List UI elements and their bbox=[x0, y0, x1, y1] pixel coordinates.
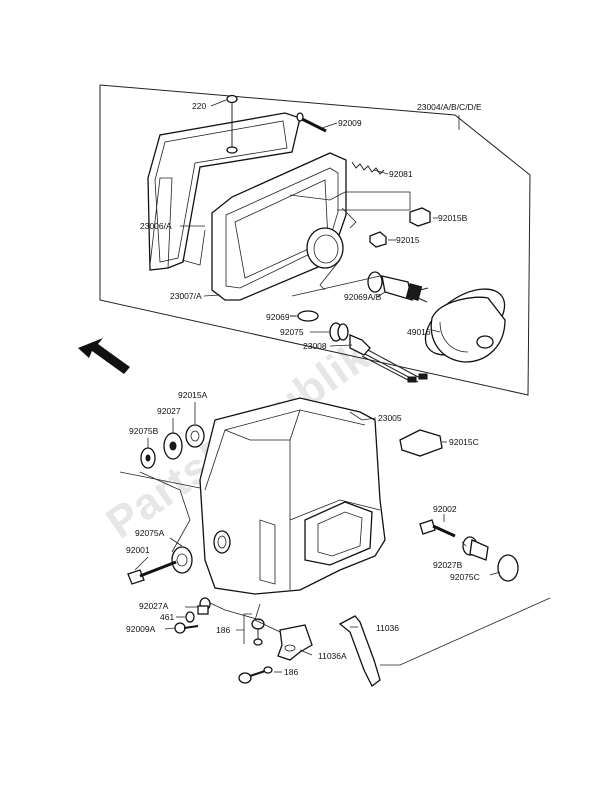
clip-92015c bbox=[399, 429, 443, 457]
bracket-11036a bbox=[277, 624, 313, 661]
screw-92009a bbox=[174, 622, 199, 634]
label-92009a: 92009A bbox=[126, 624, 156, 634]
label-92015a: 92015A bbox=[178, 390, 208, 400]
label-92027b: 92027B bbox=[433, 560, 463, 570]
label-92075a: 92075A bbox=[135, 528, 165, 538]
grommet-92075a bbox=[171, 546, 193, 574]
leader-lines bbox=[119, 99, 551, 673]
label-92002: 92002 bbox=[433, 504, 457, 514]
screw-186-upper bbox=[251, 618, 265, 646]
grommet-92015a bbox=[185, 424, 205, 448]
label-23008: 23008 bbox=[303, 341, 327, 351]
label-186-upper: 186 bbox=[216, 625, 230, 635]
headlight-rim bbox=[147, 112, 301, 271]
label-92009: 92009 bbox=[338, 118, 362, 128]
headlight-housing bbox=[199, 397, 386, 595]
label-11036: 11036 bbox=[376, 623, 399, 633]
bulb-92069 bbox=[290, 310, 319, 322]
label-461: 461 bbox=[160, 612, 174, 622]
bolt-92002 bbox=[419, 519, 456, 538]
label-92015b: 92015B bbox=[438, 213, 468, 223]
label-92081: 92081 bbox=[389, 169, 413, 179]
bolt-92001 bbox=[127, 560, 177, 585]
washer-92075b bbox=[140, 447, 156, 469]
grommet-92075 bbox=[329, 322, 349, 342]
stay-11036 bbox=[338, 615, 381, 687]
nut-92015b bbox=[409, 207, 431, 227]
part-labels: 220 92009 23004/A/B/C/D/E 92081 23006/A … bbox=[126, 101, 482, 677]
screw-220 bbox=[226, 94, 238, 154]
label-92069ab: 92069A/B bbox=[344, 292, 382, 302]
collar-92027b bbox=[462, 536, 489, 561]
label-220: 220 bbox=[192, 101, 206, 111]
label-23007: 23007/A bbox=[170, 291, 202, 301]
label-92001: 92001 bbox=[126, 545, 150, 555]
headlight-unit bbox=[211, 152, 357, 301]
socket-23008 bbox=[349, 334, 428, 383]
label-23006: 23006/A bbox=[140, 221, 172, 231]
label-92015c: 92015C bbox=[449, 437, 479, 447]
label-186-lower: 186 bbox=[284, 667, 298, 677]
label-92075: 92075 bbox=[280, 327, 304, 337]
grommet-92075c bbox=[497, 554, 519, 582]
label-49016: 49016 bbox=[407, 327, 431, 337]
screw-92009 bbox=[296, 112, 327, 133]
label-11036a: 11036A bbox=[318, 651, 347, 661]
label-92075b: 92075B bbox=[129, 426, 159, 436]
label-92027a: 92027A bbox=[139, 601, 169, 611]
collar-92027 bbox=[163, 432, 183, 460]
nut-92015 bbox=[369, 231, 387, 248]
upper-assembly-frame bbox=[99, 84, 531, 396]
bulb-92069ab bbox=[367, 271, 429, 303]
label-92075c: 92075C bbox=[450, 572, 480, 582]
label-92069: 92069 bbox=[266, 312, 290, 322]
socket-cover-49016 bbox=[424, 288, 506, 363]
spring-92081 bbox=[351, 161, 385, 175]
label-23005: 23005 bbox=[378, 413, 402, 423]
label-92027: 92027 bbox=[157, 406, 181, 416]
collar-92027a bbox=[197, 597, 211, 615]
washer-461 bbox=[185, 611, 195, 623]
label-92015: 92015 bbox=[396, 235, 420, 245]
front-direction-arrow-icon bbox=[78, 338, 130, 374]
screw-186-lower bbox=[238, 666, 273, 684]
label-23004: 23004/A/B/C/D/E bbox=[417, 102, 482, 112]
